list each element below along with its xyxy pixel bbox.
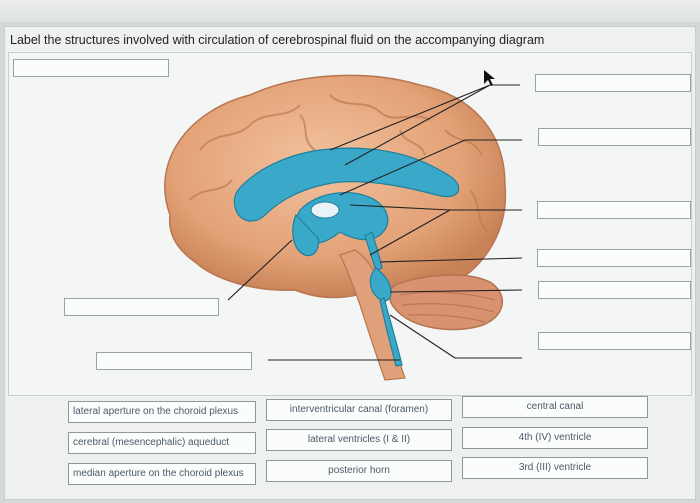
answer-chip-cerebral-aqueduct[interactable]: cerebral (mesencephalic) aqueduct	[68, 432, 256, 454]
drop-target-top-left[interactable]	[13, 59, 169, 77]
interthalamic-adhesion	[310, 201, 340, 219]
drop-target-right-6[interactable]	[538, 332, 691, 350]
drop-target-left-1[interactable]	[64, 298, 219, 316]
answer-chip-posterior-horn[interactable]: posterior horn	[266, 460, 452, 482]
answer-chip-interventricular-canal[interactable]: interventricular canal (foramen)	[266, 399, 452, 421]
mouse-cursor-icon	[484, 70, 495, 86]
drop-target-left-2[interactable]	[96, 352, 252, 370]
top-strip	[0, 0, 700, 22]
drop-target-right-5[interactable]	[538, 281, 691, 299]
answer-chip-lateral-ventricles[interactable]: lateral ventricles (I & II)	[266, 429, 452, 451]
answer-chip-4th-ventricle[interactable]: 4th (IV) ventricle	[462, 427, 648, 449]
question-instruction: Label the structures involved with circu…	[10, 33, 545, 47]
answer-chip-median-aperture[interactable]: median aperture on the choroid plexus	[68, 463, 256, 485]
drop-target-right-3[interactable]	[537, 201, 691, 219]
answer-chip-3rd-ventricle[interactable]: 3rd (III) ventricle	[462, 457, 648, 479]
ventricle-system	[233, 147, 460, 367]
drop-target-right-1[interactable]	[535, 74, 691, 92]
drop-target-right-4[interactable]	[537, 249, 691, 267]
answer-chip-lateral-aperture[interactable]: lateral aperture on the choroid plexus	[68, 401, 256, 423]
drop-target-right-2[interactable]	[538, 128, 691, 146]
cerebrum-shape	[164, 74, 507, 299]
answer-chip-central-canal[interactable]: central canal	[462, 396, 648, 418]
leader-lines	[227, 84, 523, 361]
cerebellum-shape	[388, 274, 504, 331]
